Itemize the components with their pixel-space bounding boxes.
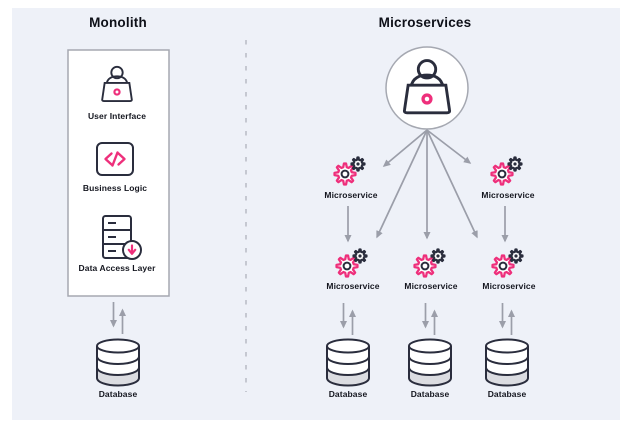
layer-label-business-logic: Business Logic	[82, 183, 148, 193]
microservice-label: Microservice	[326, 281, 380, 291]
gears-icon	[491, 248, 524, 278]
database-cylinder-icon	[408, 338, 452, 387]
microservice-label: Microservice	[324, 190, 378, 200]
database-cylinder-icon	[485, 338, 529, 387]
row1-row2-arrows	[344, 206, 509, 243]
gears-icon	[333, 156, 366, 186]
server-download-icon	[102, 215, 142, 260]
database-label: Database	[98, 389, 138, 399]
microservice-label: Microservice	[482, 281, 536, 291]
ms-db-arrows	[426, 303, 435, 335]
ms-db-arrows	[344, 303, 353, 335]
gears-icon	[490, 156, 523, 186]
gears-icon	[335, 248, 368, 278]
layer-label-data-access-layer: Data Access Layer	[78, 263, 156, 273]
monolith-title: Monolith	[89, 15, 147, 30]
microservices-title: Microservices	[378, 15, 472, 30]
database-label: Database	[487, 389, 527, 399]
ms-db-arrows	[503, 303, 512, 335]
gears-icon	[413, 248, 446, 278]
database-label: Database	[328, 389, 368, 399]
database-cylinder-icon	[96, 338, 140, 387]
database-cylinder-icon	[326, 338, 370, 387]
database-label: Database	[410, 389, 450, 399]
fan-arrows	[376, 129, 478, 240]
code-icon	[96, 142, 134, 176]
microservice-label: Microservice	[481, 190, 535, 200]
microservice-label: Microservice	[404, 281, 458, 291]
monolith-db-arrows	[114, 302, 123, 334]
layer-label-user-interface: User Interface	[87, 111, 147, 121]
